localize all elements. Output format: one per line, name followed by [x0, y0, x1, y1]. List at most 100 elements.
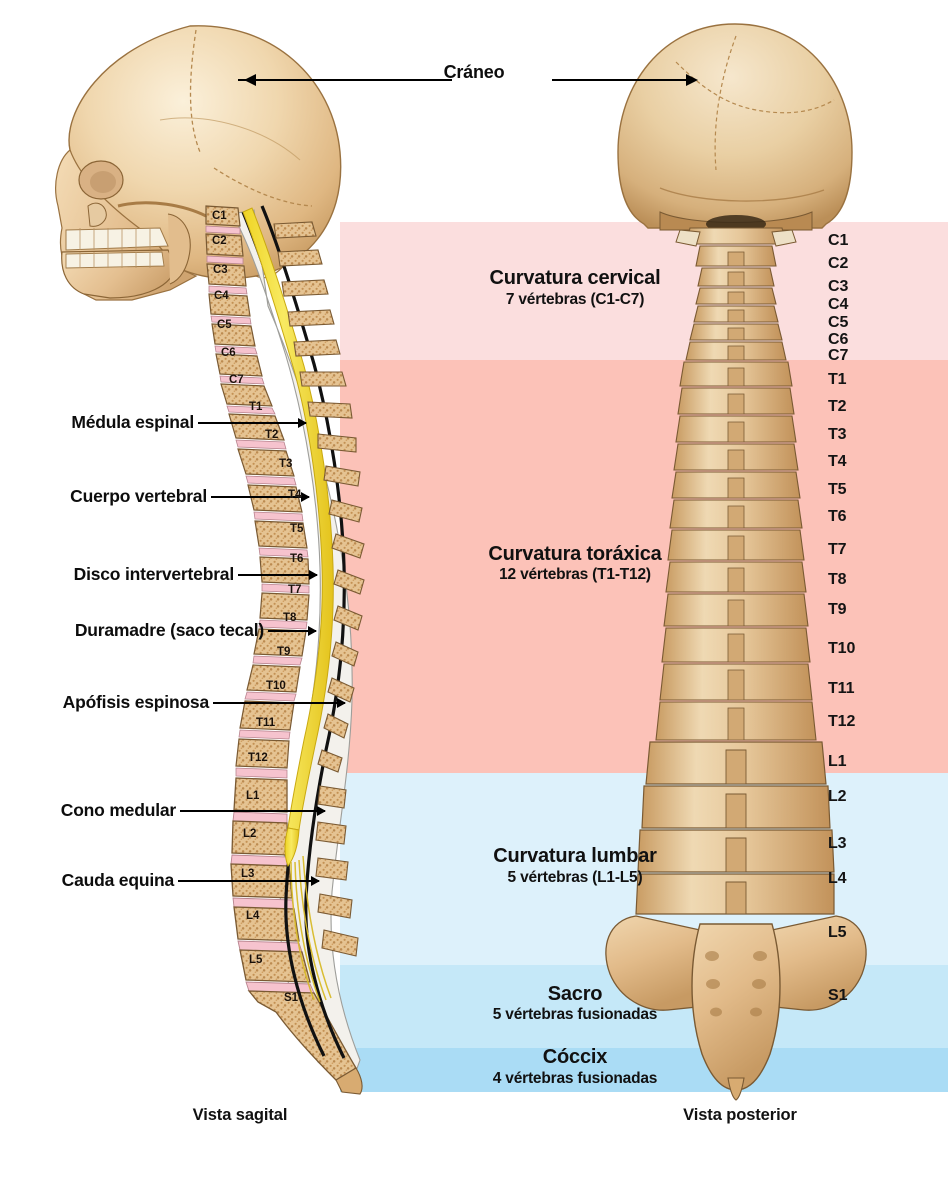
callout-apofisis_espinosa: Apófisis espinosa: [0, 692, 361, 713]
region-title-cervical: Curvatura cervical: [489, 267, 661, 289]
sagittal-tag-c4: C4: [214, 290, 229, 302]
sagittal-tag-l2: L2: [243, 828, 257, 840]
vertebra-index-c6: C6: [828, 331, 849, 348]
sagittal-tag-t4: T4: [288, 489, 302, 501]
callout-leader-cauda_equina: [178, 875, 320, 886]
caption-posterior-view: Vista posterior: [683, 1106, 797, 1124]
vertebra-index-t4: T4: [828, 453, 847, 470]
sagittal-tag-c7: C7: [229, 374, 244, 386]
sagittal-tag-t1: T1: [249, 401, 263, 413]
region-title-coccyx: Cóccix: [542, 1046, 608, 1068]
sagittal-tag-c2: C2: [212, 235, 227, 247]
vertebra-index-t8: T8: [828, 571, 847, 588]
caption-sagittal-view: Vista sagital: [192, 1106, 288, 1124]
sagittal-tag-t9: T9: [277, 646, 291, 658]
vertebra-index-l4: L4: [828, 870, 847, 887]
cranium-leader-lines: [238, 74, 698, 86]
vertebra-index-t1: T1: [828, 371, 847, 388]
callout-label-cuerpo_vertebral: Cuerpo vertebral: [70, 486, 207, 506]
vertebra-index-c2: C2: [828, 255, 849, 272]
sagittal-tag-t6: T6: [290, 553, 304, 565]
sagittal-tag-t2: T2: [265, 429, 279, 441]
callout-label-apofisis_espinosa: Apófisis espinosa: [62, 692, 210, 712]
sagittal-tag-c1: C1: [212, 210, 227, 222]
posterior-skull: [617, 23, 853, 233]
callout-duramadre: Duramadre (saco tecal): [0, 620, 332, 641]
callout-leader-apofisis_espinosa: [213, 697, 346, 708]
region-band-thoracic: [340, 360, 948, 773]
callout-leader-duramadre: [268, 625, 317, 636]
vertebra-index-l1: L1: [828, 753, 847, 770]
callout-cono_medular: Cono medular: [0, 800, 341, 821]
cranium-label: Cráneo: [443, 62, 505, 82]
sagittal-tag-c3: C3: [213, 264, 228, 276]
vertebra-index-t6: T6: [828, 508, 847, 525]
sagittal-spinal-cord: [242, 207, 334, 1003]
region-subtitle-thoracic: 12 vértebras (T1-T12): [499, 566, 651, 584]
vertebra-index-l3: L3: [828, 835, 847, 852]
vertebra-index-c1: C1: [828, 232, 849, 249]
callout-cuerpo_vertebral: Cuerpo vertebral: [0, 486, 325, 507]
callout-leader-disco_intervertebral: [238, 569, 318, 580]
sagittal-tag-s1: S1: [284, 992, 299, 1004]
callout-label-medula_espinal: Médula espinal: [71, 412, 194, 432]
vertebra-index-l5: L5: [828, 924, 847, 941]
posterior-spinal-column: [605, 227, 867, 1101]
sagittal-tag-t8: T8: [283, 612, 297, 624]
vertebra-index-c3: C3: [828, 278, 849, 295]
vertebra-index-t9: T9: [828, 601, 847, 618]
vertebra-index-t3: T3: [828, 426, 847, 443]
callout-label-cauda_equina: Cauda equina: [61, 870, 175, 890]
vertebra-index-t11: T11: [828, 680, 855, 697]
region-band-cervical: [340, 222, 948, 360]
callout-leader-cuerpo_vertebral: [211, 491, 310, 502]
sagittal-tag-t7: T7: [288, 584, 302, 596]
sagittal-tag-c6: C6: [221, 347, 236, 359]
sagittal-tag-l1: L1: [246, 790, 260, 802]
region-subtitle-sacrum: 5 vértebras fusionadas: [492, 1006, 658, 1024]
vertebra-index-t7: T7: [828, 541, 847, 558]
callout-cauda_equina: Cauda equina: [0, 870, 335, 891]
region-subtitle-lumbar: 5 vértebras (L1-L5): [507, 868, 643, 886]
sagittal-tag-t12: T12: [248, 752, 268, 764]
sagittal-tag-l5: L5: [249, 954, 263, 966]
region-subtitle-cervical: 7 vértebras (C1-C7): [505, 290, 645, 308]
callout-leader-cono_medular: [180, 805, 326, 816]
vertebra-index-l2: L2: [828, 788, 847, 805]
sagittal-tag-t5: T5: [290, 523, 304, 535]
vertebra-index-c7: C7: [828, 347, 849, 364]
vertebra-index-t10: T10: [828, 640, 856, 657]
callout-medula_espinal: Médula espinal: [0, 412, 322, 433]
sagittal-skull: [55, 25, 342, 301]
vertebra-index-t5: T5: [828, 481, 847, 498]
region-subtitle-coccyx: 4 vértebras fusionadas: [492, 1069, 658, 1087]
vertebra-index-t2: T2: [828, 398, 847, 415]
callout-disco_intervertebral: Disco intervertebral: [0, 564, 333, 585]
sagittal-tag-t11: T11: [256, 717, 276, 729]
vertebra-index-c4: C4: [828, 296, 849, 313]
cranium-callout: Cráneo: [0, 62, 948, 98]
vertebra-index-c5: C5: [828, 314, 849, 331]
region-title-lumbar: Curvatura lumbar: [493, 845, 657, 867]
sagittal-tag-t3: T3: [279, 458, 293, 470]
sagittal-spinous-processes: [273, 221, 365, 957]
region-title-thoracic: Curvatura toráxica: [488, 542, 662, 565]
sagittal-tag-l4: L4: [246, 910, 260, 922]
sagittal-tag-t10: T10: [266, 680, 286, 692]
vertebra-index-t12: T12: [828, 713, 856, 730]
sagittal-tag-c5: C5: [217, 319, 232, 331]
callout-label-cono_medular: Cono medular: [60, 800, 176, 820]
callout-leader-medula_espinal: [198, 417, 307, 428]
callout-label-duramadre: Duramadre (saco tecal): [74, 620, 264, 640]
region-band-coccyx: [340, 1048, 948, 1092]
sagittal-tag-l3: L3: [241, 868, 255, 880]
vertebra-index-s1: S1: [828, 987, 848, 1004]
callout-label-disco_intervertebral: Disco intervertebral: [73, 564, 235, 584]
